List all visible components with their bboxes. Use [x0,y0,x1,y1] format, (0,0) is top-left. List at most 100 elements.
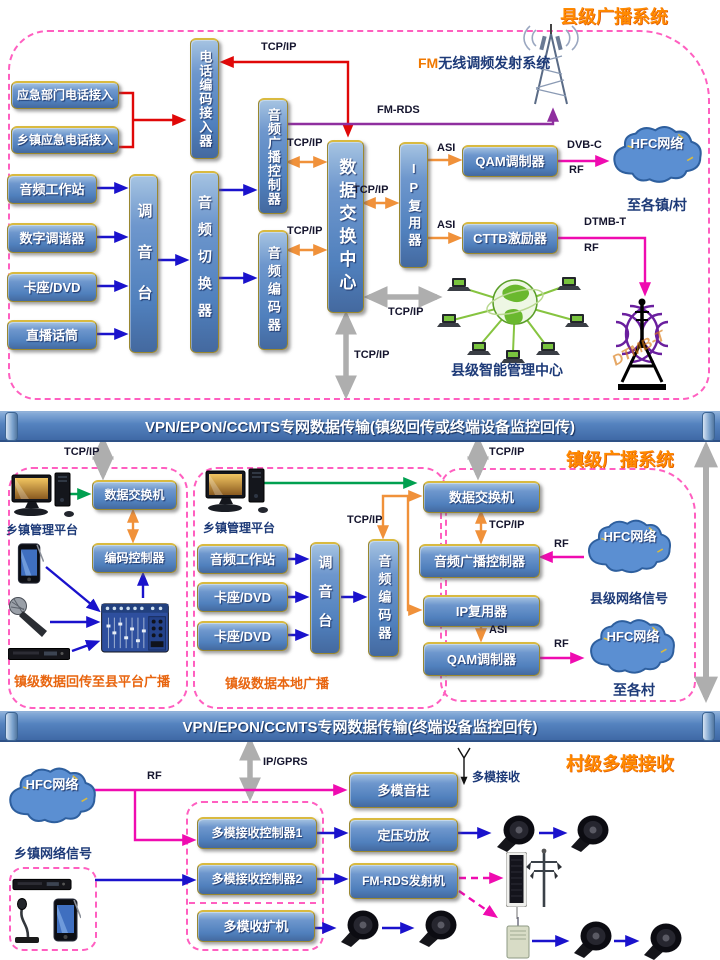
county-section-title: 县级广播系统 [560,7,668,27]
dtmb-t-label: DTMB-T [584,216,627,228]
live-mic-box: 直播话筒 [7,320,97,350]
town-local-pc-icon [205,468,269,514]
village-gooseneck-mic-icon [14,897,40,944]
county-ip-mux-box: IP复用器 [399,142,428,268]
town-mixer-box: 调音台 [310,542,340,654]
rf-label: RF [584,242,599,254]
county-mixer-box: 调音台 [129,174,158,353]
multimode-amp-receiver-box: 多模收扩机 [197,910,315,942]
asi-label: ASI [489,624,508,636]
town-mid-border [193,467,447,709]
rf-label: RF [147,770,162,782]
tcpip-label: TCP/IP [261,41,297,53]
horn-speaker-icon [571,815,609,852]
asi-label: ASI [437,142,456,154]
tcpip-label: TCP/IP [64,446,100,458]
tcpip-label: TCP/IP [489,519,525,531]
fm-system-label: FM无线调频发射系统 [418,53,550,73]
fm-prefix: FM [418,55,439,71]
tcpip-label: TCP/IP [353,184,389,196]
fm-rds-transmitter-box: FM-RDS发射机 [349,863,458,899]
town-arrows [45,477,585,664]
county-audio-encoder-box: 音频编码器 [258,230,288,350]
town-deck-dvd-box-1: 卡座/DVD [197,582,288,612]
town-mgmt-platform-label: 乡镇管理平台 [6,523,79,537]
band-link-arrows [92,435,718,802]
horn-speaker-icon [341,910,379,947]
tcpip-label: TCP/IP [287,137,323,149]
to-towns-villages-label: 至各镇/村 [627,197,687,213]
digital-tuner-box: 数字调谐器 [7,223,97,253]
multimode-sound-column-box: 多模音柱 [349,772,458,808]
town-smartphone-icon [17,543,44,584]
village-hfc-cloud-label: HFC网络 [25,777,79,792]
town-audio-encoder-box: 音频编码器 [368,539,399,657]
town-county-hfc-cloud-label: HFC网络 [603,529,657,544]
town-local-mgmt-platform-label: 乡镇管理平台 [203,521,276,535]
county-arrows [96,56,651,400]
county-mgmt-network-icon [437,277,589,363]
fm-rds-label: FM-RDS [377,104,420,116]
tcpip-label: TCP/IP [347,514,383,526]
town-mid-caption: 镇级数据本地广播 [225,676,330,691]
tcpip-label: TCP/IP [354,349,390,361]
county-qam-modulator-box: QAM调制器 [462,145,558,177]
tcpip-label: TCP/IP [388,306,424,318]
village-dvd-player-icon [12,878,72,891]
tcpip-label: TCP/IP [287,225,323,237]
encoding-controller-box: 编码控制器 [92,543,177,573]
data-exchange-center-box: 数据交换中心 [327,140,364,313]
town-left-caption: 镇级数据回传至县平台广播 [14,674,171,689]
phone-encoder-access-box: 电话编码接入器 [190,38,219,159]
dtmb-antenna-icon [615,298,669,390]
fm-tower-icon [523,24,579,105]
town-village-hfc-cloud-icon [590,619,675,674]
multimode-rx-controller2-box: 多模接收控制器2 [197,863,317,895]
audio-switcher-box: 音频切换器 [190,171,219,353]
village-arrows [94,747,640,947]
rf-label: RF [554,638,569,650]
street-pole-speakers-icon [526,848,562,907]
fm-system-rest: 无线调频发射系统 [438,55,551,71]
constant-voltage-amp-box: 定压功放 [349,818,458,852]
county-audio-workstation-box: 音频工作站 [7,174,97,204]
vpn-band-village: VPN/EPON/CCMTS专网数据传输(终端设备监控回传) [0,711,720,742]
to-villages-label: 至各村 [613,682,655,698]
county-deck-dvd-box: 卡座/DVD [7,272,97,302]
horn-speaker-icon [574,921,612,958]
tcpip-label: TCP/IP [489,446,525,458]
county-hfc-cloud-label: HFC网络 [630,136,684,151]
county-broadcast-controller-box: 音频广播控制器 [258,98,288,214]
multimode-receiver-box-icon [506,917,530,959]
cttb-exciter-box: CTTB激励器 [462,222,558,254]
county-mgmt-center-label: 县级智能管理中心 [451,362,563,378]
town-microphone-icon [9,597,48,638]
vpn-band-town-text: VPN/EPON/CCMTS专网数据传输(镇级回传或终端设备监控回传) [144,419,575,436]
town-dvd-player-icon [8,648,70,660]
town-audio-workstation-box: 音频工作站 [197,544,288,574]
multimode-rx-label: 多模接收 [472,770,521,784]
asi-label: ASI [437,219,456,231]
village-smartphone-icon [53,898,81,942]
horn-speaker-icon [419,910,457,947]
vpn-band-village-text: VPN/EPON/CCMTS专网数据传输(终端设备监控回传) [182,719,538,736]
emergency-dept-phone-box: 应急部门电话接入 [11,81,119,109]
town-right-data-switch-box: 数据交换机 [423,481,540,513]
town-mixer-console-icon [101,603,169,653]
village-sources-border [9,867,97,951]
town-network-signal-label: 乡镇网络信号 [14,846,93,861]
town-mgmt-pc-icon [11,472,75,518]
village-section-title: 村级多模接收 [566,754,674,774]
dvb-c-label: DVB-C [567,139,602,151]
horn-speaker-icon [497,815,535,852]
town-broadcast-controller-box: 音频广播控制器 [419,544,540,578]
mgmt-laptop-icons [437,277,589,363]
town-deck-dvd-box-2: 卡座/DVD [197,621,288,651]
town-ip-mux-box: IP复用器 [423,595,540,627]
rf-label: RF [569,164,584,176]
town-section-title: 镇级广播系统 [566,450,674,470]
town-emergency-phone-box: 乡镇应急电话接入 [11,126,119,154]
county-section-border [8,30,710,400]
